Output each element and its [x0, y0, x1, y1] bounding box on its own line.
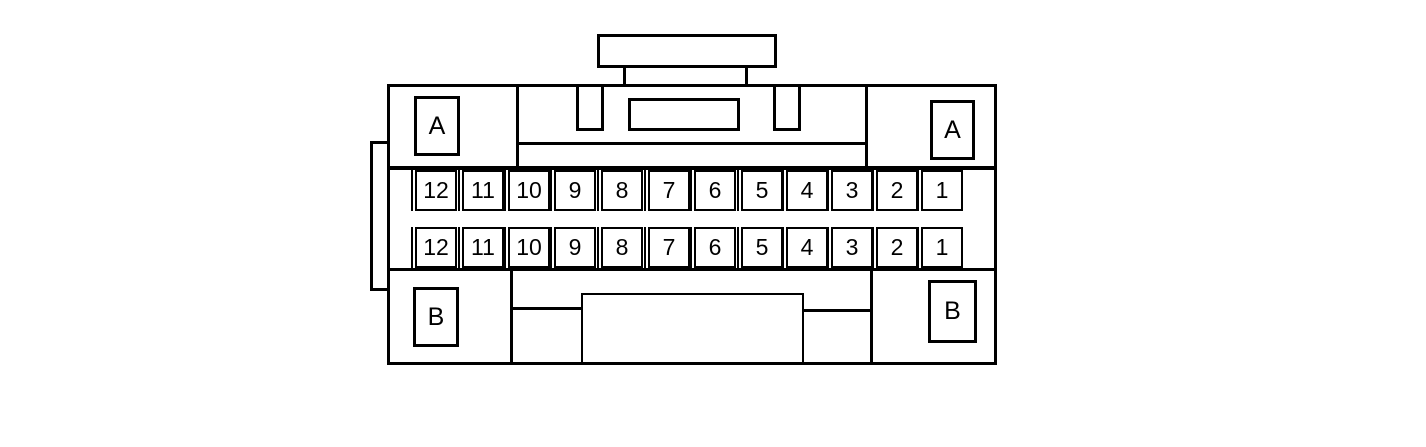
pin-upper-10: 10: [504, 170, 550, 211]
pin-upper-5: 5: [737, 170, 783, 211]
upper-divider-left: [516, 84, 519, 168]
cavity-label-bottom-left: B: [413, 287, 459, 347]
pin-upper-11: 11: [458, 170, 504, 211]
latch-stem-right: [745, 66, 748, 86]
pin-upper-3: 3: [827, 170, 873, 211]
lower-divider-right: [870, 268, 873, 364]
upper-center-window: [628, 98, 740, 131]
cavity-label-bottom-right: B: [928, 280, 977, 343]
latch-stem-left: [623, 66, 626, 86]
pin-upper-12: 12: [411, 170, 457, 211]
pin-lower-11: 11: [458, 227, 504, 268]
upper-shelf-line: [516, 142, 868, 145]
lower-divider-left: [510, 268, 513, 364]
upper-latch-slot-right: [773, 84, 801, 131]
upper-latch-slot-left: [576, 84, 604, 131]
pin-upper-1: 1: [917, 170, 963, 211]
cavity-label-top-right: A: [930, 100, 975, 160]
upper-divider-right: [865, 84, 868, 168]
pin-lower-9: 9: [550, 227, 596, 268]
pin-lower-4: 4: [782, 227, 828, 268]
pin-upper-9: 9: [550, 170, 596, 211]
pin-lower-8: 8: [597, 227, 643, 268]
side-key-top: [370, 141, 389, 144]
pin-upper-8: 8: [597, 170, 643, 211]
pin-area-bottom-border: [387, 268, 997, 271]
pin-area-top-border: [387, 166, 997, 170]
pin-upper-7: 7: [644, 170, 690, 211]
pin-upper-2: 2: [872, 170, 918, 211]
pin-lower-3: 3: [827, 227, 873, 268]
side-key-bottom: [370, 288, 389, 291]
pin-lower-6: 6: [690, 227, 736, 268]
lower-ledge-left: [512, 307, 582, 310]
cavity-label-top-left: A: [414, 96, 460, 156]
pin-lower-7: 7: [644, 227, 690, 268]
lower-ledge-right: [804, 309, 871, 312]
pin-lower-2: 2: [872, 227, 918, 268]
pin-lower-12: 12: [411, 227, 457, 268]
latch-tab: [597, 34, 777, 68]
lower-center-block: [581, 293, 804, 365]
pin-upper-4: 4: [782, 170, 828, 211]
pin-lower-1: 1: [917, 227, 963, 268]
pin-lower-10: 10: [504, 227, 550, 268]
pin-upper-6: 6: [690, 170, 736, 211]
pin-lower-5: 5: [737, 227, 783, 268]
side-key-body: [370, 141, 373, 291]
